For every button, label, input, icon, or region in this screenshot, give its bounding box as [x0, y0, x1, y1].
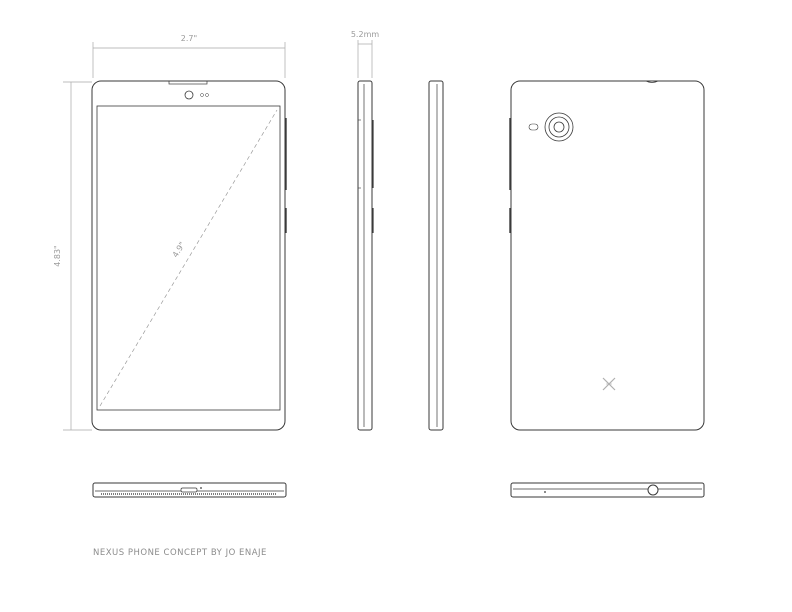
front-camera-icon	[184, 90, 194, 100]
rear-camera-inner-ring	[548, 116, 570, 138]
height-label: 4.83"	[53, 245, 62, 267]
rear-camera-outer-ring	[544, 112, 574, 142]
caption: NEXUS PHONE CONCEPT BY JO ENAJE	[93, 548, 267, 558]
back-view	[509, 80, 705, 431]
side-body	[428, 80, 444, 431]
sensor-dot	[205, 93, 209, 97]
usb-port-icon	[180, 487, 198, 493]
rear-camera-lens	[553, 121, 565, 133]
earpiece-speaker	[168, 80, 208, 85]
nexus-x-logo-icon	[602, 377, 616, 391]
top-view-back	[510, 482, 705, 498]
width-label: 2.7"	[181, 34, 197, 43]
top-body	[510, 482, 705, 498]
side-body	[357, 80, 373, 431]
diagonal-label: 4.9"	[171, 240, 187, 259]
depth-label: 5.2mm	[351, 30, 380, 39]
sensor-dot	[200, 93, 204, 97]
front-view	[91, 80, 287, 431]
height-dimension	[63, 81, 92, 431]
microphone-hole	[200, 487, 202, 489]
back-body	[510, 80, 705, 431]
side-view-right	[428, 80, 444, 431]
microphone-hole	[544, 491, 546, 493]
front-body	[91, 80, 286, 431]
side-view-left	[357, 80, 374, 431]
width-dimension	[92, 42, 286, 78]
headphone-jack-icon	[647, 484, 659, 496]
screen-diagonal	[99, 109, 278, 407]
bottom-body	[92, 482, 287, 498]
bottom-view-front	[92, 482, 287, 498]
front-screen	[96, 105, 281, 411]
depth-dimension	[357, 40, 373, 78]
flash-icon	[528, 123, 539, 131]
